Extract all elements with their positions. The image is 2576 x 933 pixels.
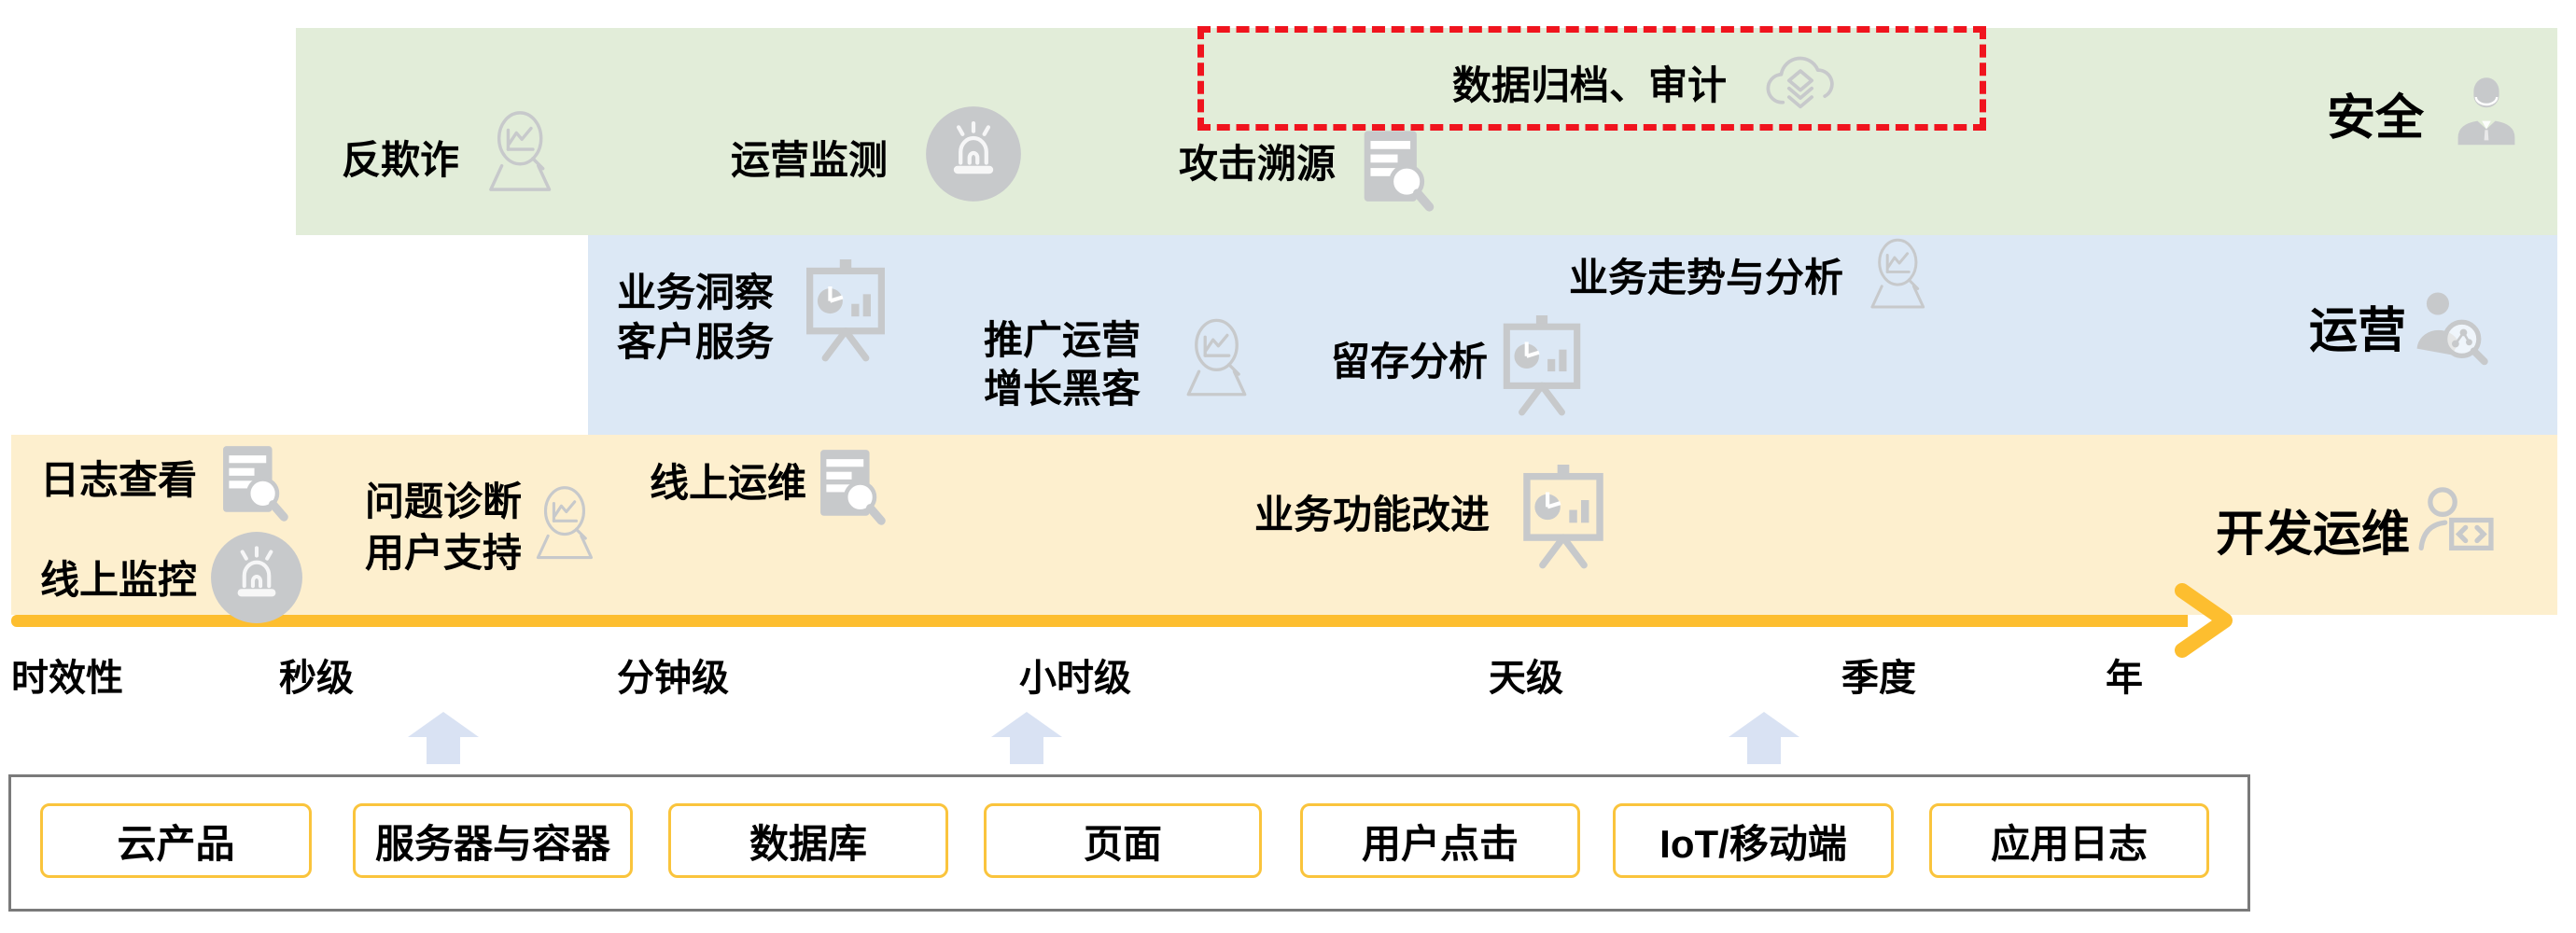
devops-band: [11, 435, 2557, 615]
timeline-axis-bar: [11, 615, 2188, 627]
presentation-chart-icon: [1493, 315, 1590, 418]
item-diagnosis: 问题诊断 用户支持: [365, 476, 522, 578]
security-band-label: 安全: [2327, 91, 2425, 146]
tick-year: 年: [2106, 658, 2143, 699]
data-sources-container: 云产品 服务器与容器 数据库 页面 用户点击 IoT/移动端 应用日志: [8, 774, 2250, 912]
source-box-user-clicks: 用户点击: [1300, 803, 1580, 878]
presentation-chart-icon: [796, 259, 895, 364]
item-data-archive-audit: 数据归档、审计: [1452, 63, 1728, 107]
presentation-chart-icon: [1514, 465, 1613, 571]
cloud-layers-icon: [1757, 45, 1844, 125]
up-arrow-icon: [1729, 712, 1799, 764]
item-online-monitoring: 线上监控: [40, 558, 198, 602]
tick-seconds: 秒级: [279, 658, 354, 699]
siren-icon: [209, 530, 304, 625]
person-analytics-icon: [2414, 289, 2490, 369]
magnifier-chart-icon: [526, 480, 618, 567]
up-arrow-icon: [991, 712, 1062, 764]
document-search-icon: [1355, 125, 1441, 216]
archive-audit-highlight-box: [1197, 26, 1986, 131]
item-log-view: 日志查看: [40, 458, 198, 502]
item-online-ops: 线上运维: [650, 461, 807, 505]
businessman-icon: [2449, 75, 2524, 149]
item-attack-tracing: 攻击溯源: [1179, 142, 1337, 186]
magnifier-chart-icon: [1861, 231, 1949, 317]
tick-hours: 小时级: [1019, 658, 1131, 699]
up-arrow-icon: [408, 712, 479, 764]
item-business-insight-line2: 客户服务: [617, 320, 775, 364]
item-retention: 留存分析: [1331, 340, 1489, 383]
siren-icon: [924, 104, 1023, 203]
item-anti-fraud: 反欺诈: [342, 138, 460, 182]
magnifier-chart-icon: [476, 108, 581, 196]
document-search-icon: [215, 440, 295, 526]
source-box-iot-mobile: IoT/移动端: [1613, 803, 1894, 878]
source-box-database: 数据库: [668, 803, 948, 878]
magnifier-chart-icon: [1176, 312, 1273, 405]
source-box-servers-containers: 服务器与容器: [353, 803, 633, 878]
item-business-insight-line1: 业务洞察: [617, 271, 775, 314]
item-ops-monitoring: 运营监测: [731, 138, 889, 182]
item-growth-line1: 推广运营: [984, 318, 1141, 362]
item-growth: 推广运营 增长黑客: [984, 316, 1141, 413]
item-diagnosis-line1: 问题诊断: [365, 480, 523, 523]
person-code-icon: [2415, 483, 2498, 564]
item-trend-analysis: 业务走势与分析: [1569, 256, 1844, 299]
devops-band-label: 开发运维: [2216, 508, 2411, 562]
item-feature-improvement: 业务功能改进: [1254, 493, 1491, 536]
item-diagnosis-line2: 用户支持: [365, 531, 523, 575]
operations-band-label: 运营: [2309, 304, 2407, 358]
item-business-insight: 业务洞察 客户服务: [617, 268, 774, 367]
item-growth-line2: 增长黑客: [984, 367, 1141, 411]
tick-minutes: 分钟级: [617, 658, 729, 699]
document-search-icon: [812, 444, 892, 530]
timeline-arrowhead-icon: [2175, 583, 2233, 658]
source-box-cloud-products: 云产品: [40, 803, 312, 878]
timeline-axis-label: 时效性: [11, 658, 123, 699]
tick-quarter: 季度: [1841, 658, 1916, 699]
source-box-app-logs: 应用日志: [1929, 803, 2209, 878]
operations-band: [588, 235, 2557, 435]
source-box-pages: 页面: [984, 803, 1262, 878]
tick-days: 天级: [1489, 658, 1563, 699]
